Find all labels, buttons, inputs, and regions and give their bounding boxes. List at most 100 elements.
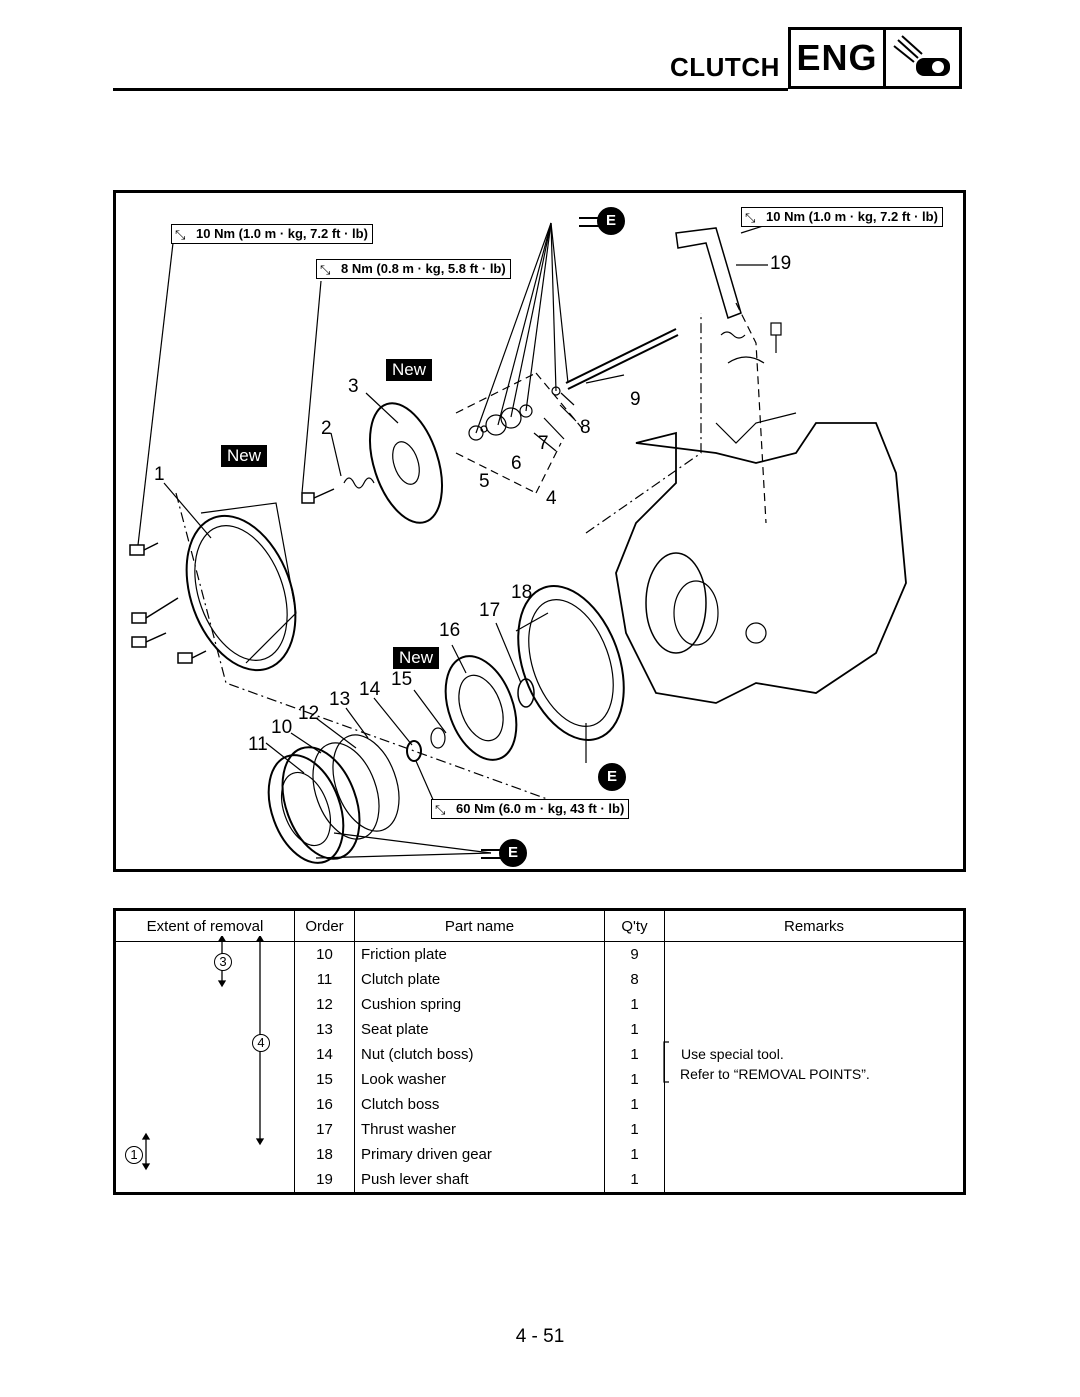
callout-9: 9 — [630, 389, 641, 410]
part-name-cell: Nut (clutch boss) — [354, 1042, 605, 1067]
torque-value: 10 Nm (1.0 m · kg, 7.2 ft · lb) — [766, 209, 938, 224]
header-qty: Q'ty — [604, 909, 665, 942]
new-part-badge: New — [221, 445, 268, 467]
engine-oil-mark: E — [598, 763, 626, 791]
torque-spec-clutch-boss-nut: ⤡60 Nm (6.0 m · kg, 43 ft · lb) — [431, 799, 630, 819]
remarks-cell — [664, 992, 965, 1017]
eng-badge: ENG — [788, 27, 962, 89]
callout-4: 4 — [546, 488, 557, 509]
callout-8: 8 — [580, 417, 591, 438]
qty-cell: 1 — [604, 1017, 665, 1042]
part-name-cell: Cushion spring — [354, 992, 605, 1017]
page-number: 4 - 51 — [515, 1326, 565, 1347]
exploded-view-diagram: ⤡ 10 Nm (1.0 m · kg, 7.2 ft · lb) ⤡ 8 Nm (… — [113, 190, 966, 872]
extent-cell — [114, 1167, 295, 1194]
qty-cell: 1 — [604, 992, 665, 1017]
callout-3: 3 — [348, 376, 359, 397]
qty-cell: 9 — [604, 941, 665, 967]
part-name-cell: Friction plate — [354, 941, 605, 967]
callout-19: 19 — [770, 253, 792, 274]
header-remarks: Remarks — [664, 909, 965, 942]
extent-cell — [114, 967, 295, 992]
torque-spec-spring-bolts: ⤡ 8 Nm (0.8 m · kg, 5.8 ft · lb) — [316, 259, 511, 279]
part-name-cell: Thrust washer — [354, 1117, 605, 1142]
remarks-bracket — [663, 1041, 669, 1083]
torque-wrench-icon: ⤡ — [175, 227, 186, 242]
torque-spec-lever-bolt: ⤡ 10 Nm (1.0 m · kg, 7.2 ft · lb) — [741, 207, 943, 227]
qty-cell: 1 — [604, 1117, 665, 1142]
qty-cell: 1 — [604, 1067, 665, 1092]
engine-oil-icon: E — [598, 743, 628, 791]
callout-18: 18 — [511, 582, 533, 603]
section-title: CLUTCH — [670, 52, 780, 82]
header-rule — [113, 88, 788, 91]
order-cell: 17 — [294, 1117, 355, 1142]
callout-12: 12 — [298, 703, 320, 724]
callout-16: 16 — [439, 620, 461, 641]
callout-14: 14 — [359, 679, 381, 700]
callout-10: 10 — [271, 717, 293, 738]
remarks-cell — [664, 1092, 965, 1117]
part-name-cell: Clutch boss — [354, 1092, 605, 1117]
remarks-cell — [664, 1067, 965, 1092]
order-cell: 11 — [294, 967, 355, 992]
remarks-cell — [664, 967, 965, 992]
qty-cell: 1 — [604, 1167, 665, 1194]
order-cell: 12 — [294, 992, 355, 1017]
extent-arrows — [141, 936, 265, 1171]
qty-cell: 1 — [604, 1142, 665, 1167]
torque-wrench-icon: ⤡ — [320, 262, 331, 277]
part-name-cell: Primary driven gear — [354, 1142, 605, 1167]
callout-17: 17 — [479, 600, 501, 621]
new-part-badge: New — [386, 359, 433, 381]
qty-cell: 1 — [604, 1042, 665, 1067]
torque-wrench-icon: ⤡ — [745, 210, 756, 225]
table-header-row: Extent of removal Order Part name Q'ty R… — [114, 909, 965, 942]
callout-5: 5 — [479, 471, 490, 492]
part-name-cell: Push lever shaft — [354, 1167, 605, 1194]
engine-oil-icon: E — [579, 207, 625, 235]
new-part-badge: New — [393, 647, 440, 669]
eng-badge-label: ENG — [791, 30, 886, 86]
part-name-cell: Seat plate — [354, 1017, 605, 1042]
extent-cell — [114, 941, 295, 967]
order-cell: 10 — [294, 941, 355, 967]
extent-cell — [114, 1092, 295, 1117]
callout-6: 6 — [511, 453, 522, 474]
callout-15: 15 — [391, 669, 413, 690]
callout-13: 13 — [329, 689, 351, 710]
extent-cell — [114, 992, 295, 1017]
torque-spec-cover-bolts: ⤡ 10 Nm (1.0 m · kg, 7.2 ft · lb) — [171, 224, 373, 244]
extent-mark-1: 1 — [125, 1146, 143, 1164]
part-name-cell: Look washer — [354, 1067, 605, 1092]
callout-7: 7 — [538, 433, 549, 454]
header-extent: Extent of removal — [114, 909, 295, 942]
engine-oil-icon: E — [481, 839, 527, 867]
extent-cell — [114, 1067, 295, 1092]
callout-11: 11 — [248, 734, 268, 755]
qty-cell: 8 — [604, 967, 665, 992]
extent-cell — [114, 1142, 295, 1167]
order-cell: 15 — [294, 1067, 355, 1092]
engine-oil-mark: E — [499, 839, 527, 867]
torque-value: 8 Nm (0.8 m · kg, 5.8 ft · lb) — [341, 261, 506, 276]
remarks-cell — [664, 1167, 965, 1194]
remarks-cell — [664, 941, 965, 967]
torque-value: 10 Nm (1.0 m · kg, 7.2 ft · lb) — [196, 226, 368, 241]
header-part-name: Part name — [354, 909, 605, 942]
engine-oil-mark: E — [597, 207, 625, 235]
remark-special-tool: Use special tool. — [681, 1046, 784, 1062]
torque-wrench-icon: ⤡ — [435, 802, 446, 817]
order-cell: 19 — [294, 1167, 355, 1194]
order-cell: 13 — [294, 1017, 355, 1042]
removal-table: Extent of removal Order Part name Q'ty R… — [113, 908, 966, 1195]
order-cell: 16 — [294, 1092, 355, 1117]
clutch-exploded-drawing — [129, 222, 907, 864]
